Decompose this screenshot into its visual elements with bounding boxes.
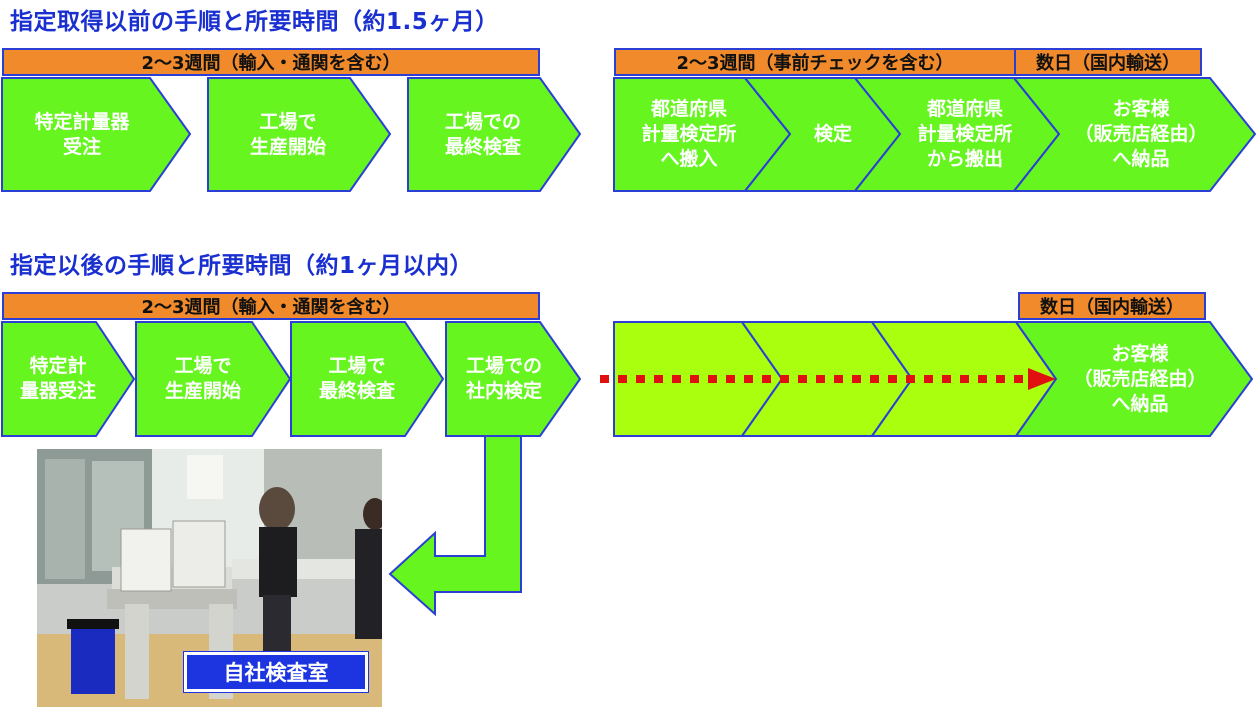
step-arrow-production bbox=[207, 77, 392, 192]
section2-title: 指定以後の手順と所要時間（約1ヶ月以内） bbox=[10, 253, 474, 279]
step-arrow-order bbox=[1, 77, 192, 192]
duration-bar-precheck: 2〜3週間（事前チェックを含む） bbox=[614, 48, 1016, 76]
arrow-to-inspection-room bbox=[388, 435, 522, 617]
step-arrow-order-2 bbox=[1, 321, 136, 437]
step-arrow-production-2 bbox=[135, 321, 292, 437]
step-arrow-inhouse-verification bbox=[445, 321, 582, 437]
step-arrow-final-inspection-2 bbox=[290, 321, 445, 437]
section1-title: 指定取得以前の手順と所要時間（約1.5ヶ月） bbox=[10, 9, 499, 35]
duration-bar-domestic: 数日（国内輸送） bbox=[1014, 48, 1202, 76]
duration-bar-import-2: 2〜3週間（輸入・通関を含む） bbox=[2, 292, 540, 320]
step-arrow-delivery bbox=[1011, 77, 1257, 192]
duration-bar-domestic-2: 数日（国内輸送） bbox=[1018, 292, 1206, 320]
skip-arrowhead bbox=[1028, 368, 1056, 390]
duration-bar-import: 2〜3週間（輸入・通関を含む） bbox=[2, 48, 540, 76]
step-arrow-final-inspection bbox=[407, 77, 582, 192]
inspection-room-caption: 自社検査室 bbox=[183, 651, 369, 693]
